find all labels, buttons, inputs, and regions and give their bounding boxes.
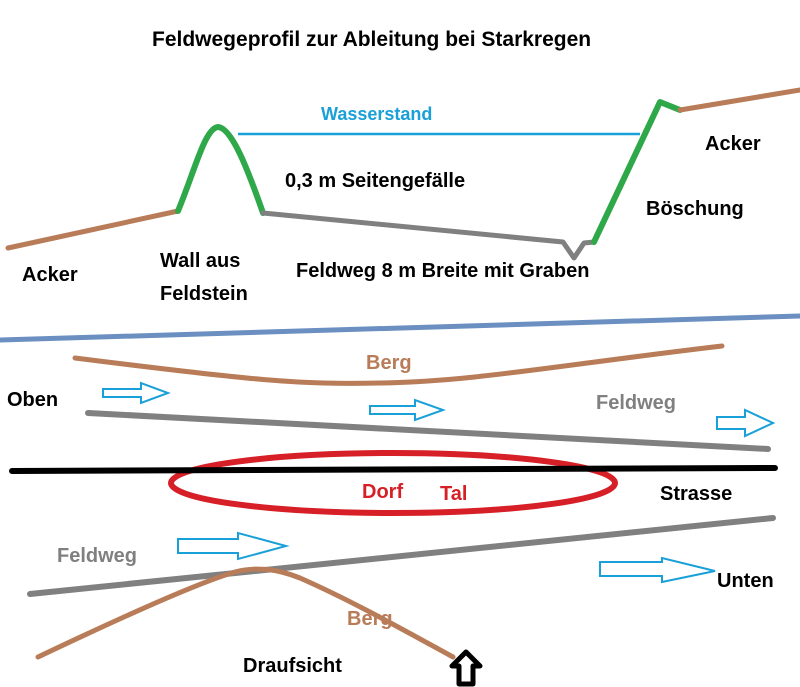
tal-label: Tal	[440, 483, 468, 505]
wall-label-line2: Feldstein	[160, 283, 248, 305]
flow-arrow-icon	[716, 408, 776, 438]
wall-feldstein-line	[175, 124, 266, 216]
feldweg-bottom-line	[27, 515, 776, 597]
acker-left-label: Acker	[22, 264, 78, 286]
oben-label: Oben	[7, 389, 59, 411]
diagram-title: Feldwegeprofil zur Ableitung bei Starkre…	[152, 28, 592, 51]
feldweg-top-label: Feldweg	[596, 392, 677, 414]
acker-right-label: Acker	[705, 133, 761, 155]
acker-left-line	[5, 208, 181, 251]
wasserstand-label: Wasserstand	[321, 104, 433, 124]
draufsicht-label: Draufsicht	[243, 655, 342, 677]
berg-bottom-label: Berg	[347, 608, 393, 630]
boeschung-line	[591, 99, 683, 245]
flow-arrow-icon	[369, 398, 446, 422]
feldweg-bottom-label: Feldweg	[57, 545, 138, 567]
strasse-label: Strasse	[660, 483, 733, 505]
dorf-label: Dorf	[362, 481, 404, 503]
flow-arrow-icon	[102, 381, 171, 405]
dorf-ellipse	[168, 450, 618, 516]
feldweg-top-line	[85, 410, 771, 452]
wall-label-line1: Wall aus	[160, 250, 241, 272]
acker-right-line	[677, 87, 800, 113]
unten-label: Unten	[717, 570, 774, 592]
seitengefaelle-label: 0,3 m Seitengefälle	[285, 170, 466, 192]
flow-arrow-icon	[599, 556, 716, 584]
feldweg-profile-line	[260, 210, 597, 261]
strasse-line	[9, 465, 778, 474]
flow-arrow-icon	[177, 531, 290, 561]
berg-top-label: Berg	[366, 352, 412, 374]
berg-bottom-curve-line	[35, 566, 456, 660]
section-divider	[0, 313, 800, 343]
boeschung-label: Böschung	[646, 198, 744, 220]
berg-top-line	[72, 343, 725, 386]
feldweg-profile-label: Feldweg 8 m Breite mit Graben	[296, 260, 590, 282]
view-direction-up-arrow-icon	[449, 649, 483, 687]
